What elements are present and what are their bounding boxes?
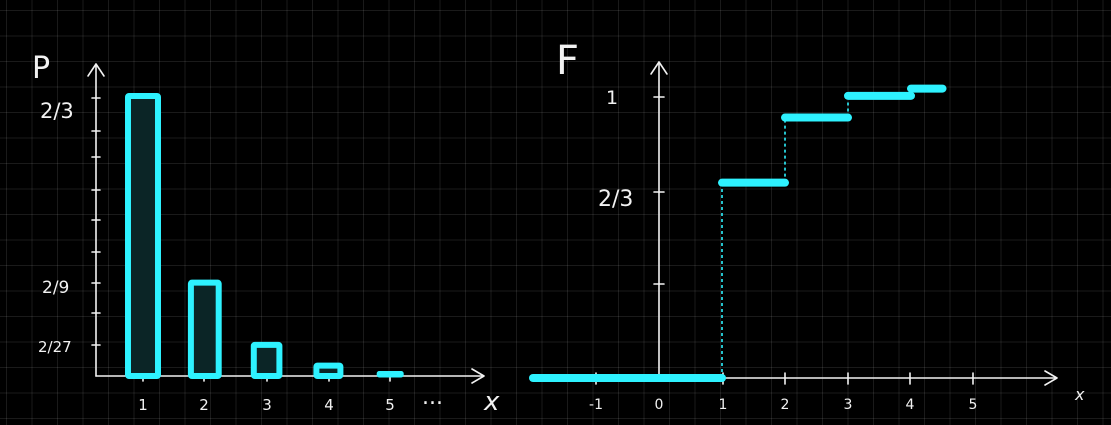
cdf-xtick-label: 4 (906, 397, 915, 413)
pmf-xtick-label: 1 (138, 396, 148, 414)
cdf-xtick-label: 1 (719, 397, 728, 413)
cdf-y-axis-arrow (650, 61, 668, 75)
pmf-y-axis-arrow (87, 63, 105, 77)
pmf-x-axis-arrow (471, 368, 485, 384)
cdf-xtick-label: 5 (969, 397, 978, 413)
pmf-xlabel: x (483, 387, 500, 417)
cdf-ytick-label: 2/3 (598, 187, 633, 212)
cdf-ylabel: F (556, 38, 579, 84)
cdf-xtick-label: 3 (844, 397, 853, 413)
pmf-bar (376, 371, 404, 378)
cdf-xtick-label: 0 (655, 397, 664, 413)
pmf-ytick-label: 2/3 (40, 99, 74, 123)
pmf-x-ellipsis: ... (422, 385, 443, 410)
pmf-ylabel: P (32, 51, 50, 86)
cdf-y-ticks (653, 96, 665, 285)
pmf-xtick-label: 5 (385, 396, 395, 414)
pmf-bar (313, 362, 344, 380)
pmf-xtick-label: 2 (199, 396, 209, 414)
pmf-xtick-label: 3 (262, 396, 272, 414)
cdf-x-axis-arrow (1044, 370, 1058, 386)
cdf-xtick-label: 2 (781, 397, 790, 413)
pmf-y-ticks (91, 97, 101, 346)
cdf-chart: F x 1 2/3 -1 0 1 2 3 4 5 (529, 38, 1085, 413)
cdf-ytick-label: 1 (606, 87, 618, 109)
cdf-steps (529, 84, 947, 382)
pmf-xtick-label: 4 (324, 396, 334, 414)
pmf-ytick-label: 2/27 (38, 338, 72, 356)
pmf-bar (250, 341, 283, 379)
pmf-ytick-label: 2/9 (42, 278, 69, 298)
pmf-bars (125, 92, 404, 380)
cdf-xlabel: x (1074, 385, 1085, 404)
pmf-chart: P x ... 2/3 2/9 2/27 1 2 3 4 5 (32, 51, 500, 417)
pmf-bar (125, 92, 161, 380)
pmf-bar (187, 279, 222, 379)
cdf-xtick-label: -1 (589, 397, 603, 413)
